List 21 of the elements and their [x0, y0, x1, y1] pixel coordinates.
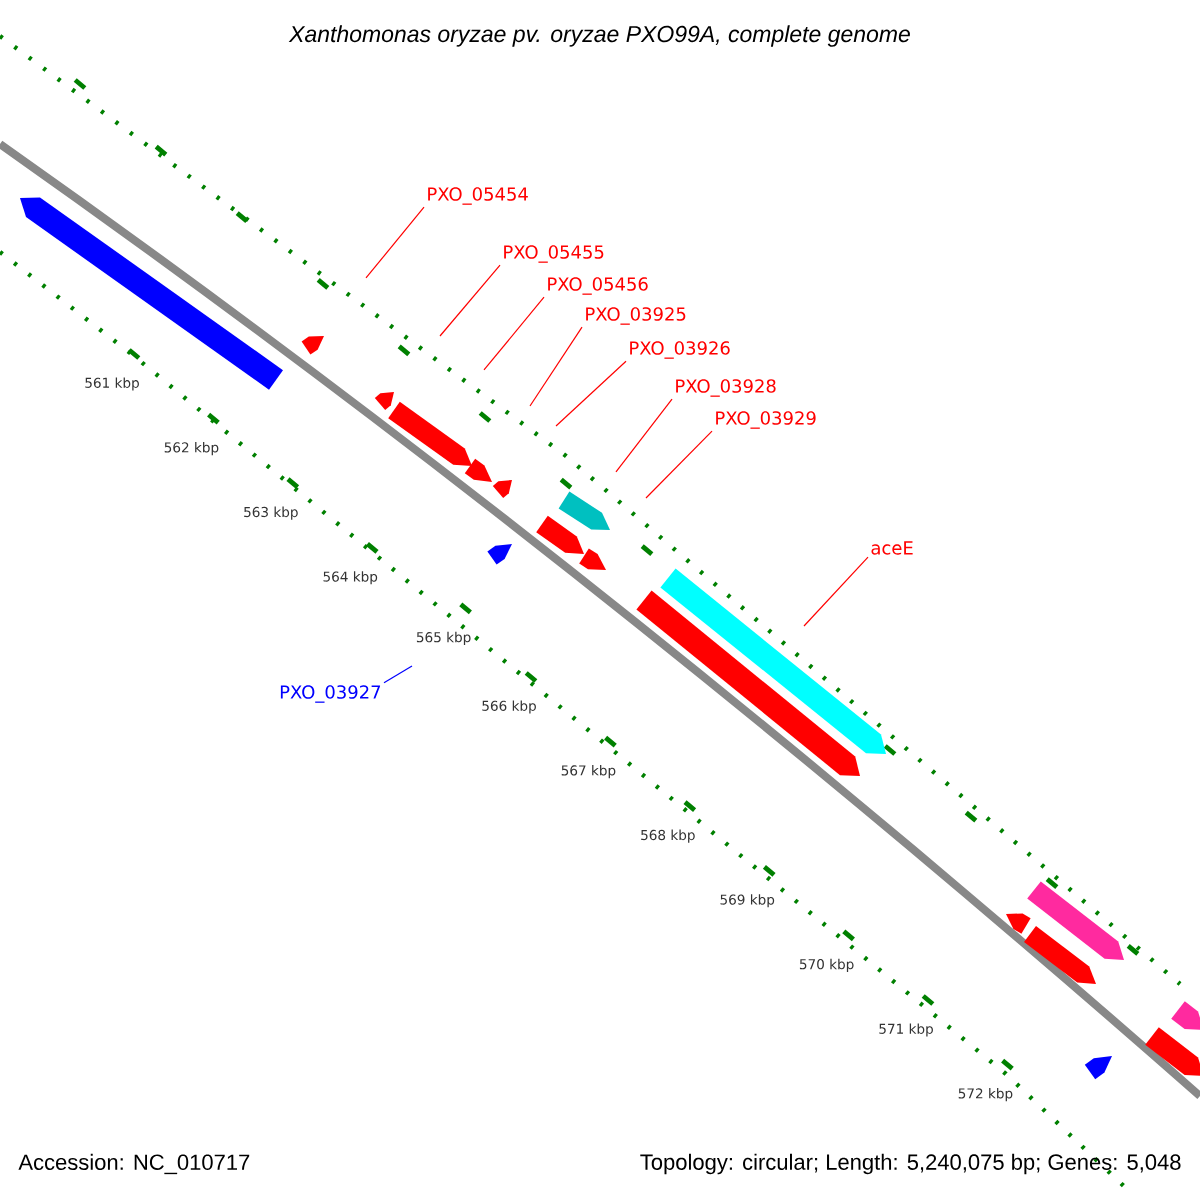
gene-label: PXO_05456	[548, 277, 648, 295]
leader-line	[483, 296, 545, 371]
footer-text: Topology: circular; Length: 5,240,075 bp; Genes: 5,048	[640, 1153, 1181, 1175]
gene-label: PXO_03927	[280, 685, 381, 703]
leader-line	[365, 206, 425, 279]
leader-line	[439, 264, 501, 337]
gene-label: aceE	[871, 541, 913, 555]
gene-label: PXO_05455	[504, 245, 604, 263]
gene-label: PXO_05454	[428, 187, 528, 205]
title: Xanthomonas oryzae pv. oryzae PXO99A, complete genome	[288, 25, 910, 47]
gene-label: PXO_03928	[676, 379, 776, 397]
gene-label: PXO_03925	[586, 307, 686, 325]
leader-line	[803, 556, 869, 627]
leader-line	[529, 326, 583, 407]
leader-line	[383, 665, 413, 684]
leader-line	[645, 430, 713, 499]
gene-label: PXO_03929	[716, 411, 816, 429]
leader-line	[555, 360, 627, 427]
gene-label: PXO_03926	[630, 341, 730, 359]
footer-text: Accession: NC_010717	[18, 1153, 250, 1175]
leader-line	[615, 398, 673, 473]
